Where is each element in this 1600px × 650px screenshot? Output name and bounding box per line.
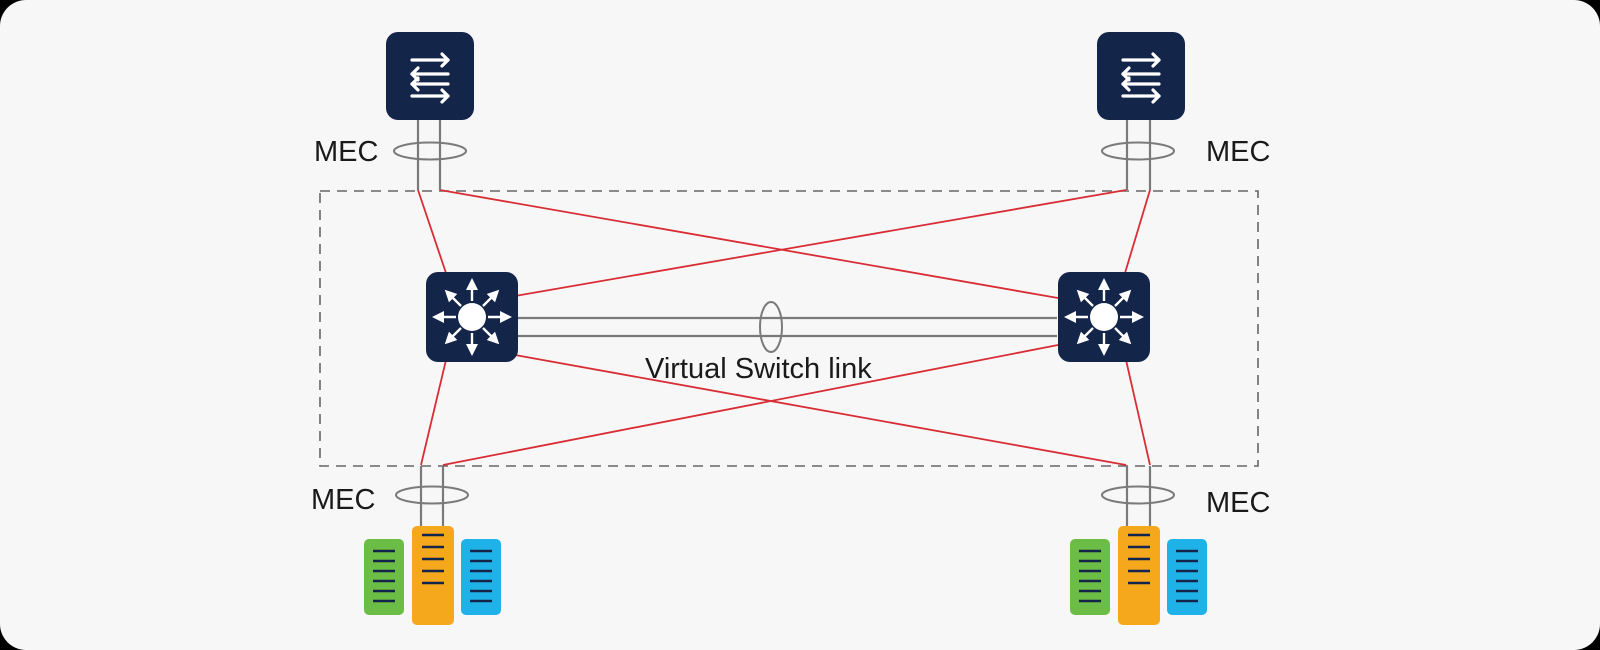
server-orange-icon (1118, 526, 1160, 625)
server-blue-icon (461, 539, 501, 615)
mec-ellipse-bottom-right (1101, 485, 1175, 505)
mec-label-top-left: MEC (314, 136, 378, 168)
bidirectional-arrows-icon (410, 52, 450, 104)
mec-label-bottom-left: MEC (311, 484, 375, 516)
server-green-icon (1070, 539, 1110, 615)
mec-label-top-right: MEC (1206, 136, 1270, 168)
access-switch-top-left (386, 32, 474, 120)
bidirectional-arrows-icon (1121, 52, 1161, 104)
link-tr-corel (514, 189, 1127, 297)
link-tl-corer (439, 189, 1059, 299)
mec-label-bottom-right: MEC (1206, 487, 1270, 519)
gray-bundles (416, 117, 1152, 527)
virtual-switch-link-label: Virtual Switch link (645, 353, 872, 385)
server-green-icon (364, 539, 404, 615)
server-stack-left (364, 526, 501, 625)
red-links (417, 189, 1151, 466)
link-br-corel (514, 354, 1127, 466)
access-switch-top-right (1097, 32, 1185, 120)
link-br-corer (1125, 359, 1151, 466)
mec-ellipses (393, 141, 1175, 505)
virtual-switch-boundary (319, 190, 1259, 467)
link-bl-corer (442, 344, 1059, 466)
mec-ellipse-top-left (393, 141, 467, 161)
layer3-switch-icon (432, 278, 512, 356)
server-stack-right (1070, 526, 1207, 625)
core-switch-left (426, 272, 518, 362)
virtual-switch-link (518, 301, 1057, 353)
mec-ellipse-top-right (1101, 141, 1175, 161)
mec-ellipse-bottom-left (395, 485, 469, 505)
server-blue-icon (1167, 539, 1207, 615)
core-switch-right (1058, 272, 1150, 362)
server-orange-icon (412, 526, 454, 625)
link-tr-corer (1124, 189, 1151, 274)
layer3-switch-icon (1064, 278, 1144, 356)
link-tl-corel (417, 189, 447, 274)
link-bl-corel (420, 359, 447, 466)
